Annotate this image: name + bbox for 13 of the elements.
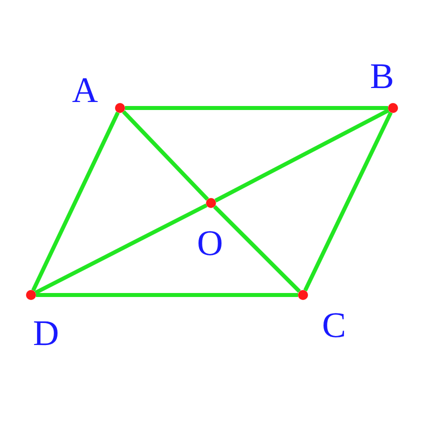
line-segment bbox=[213, 205, 301, 293]
point-label: B bbox=[370, 58, 394, 94]
point-label: D bbox=[33, 315, 59, 351]
point-label: A bbox=[72, 72, 98, 108]
line-segment bbox=[31, 112, 120, 292]
line-segment bbox=[34, 204, 208, 294]
line-segment bbox=[122, 110, 209, 201]
line-segment bbox=[36, 293, 298, 297]
line-segment bbox=[125, 106, 388, 110]
point-label: O bbox=[197, 225, 223, 261]
line-segment bbox=[303, 112, 393, 292]
line-segment bbox=[214, 108, 390, 202]
point-label: C bbox=[322, 307, 346, 343]
